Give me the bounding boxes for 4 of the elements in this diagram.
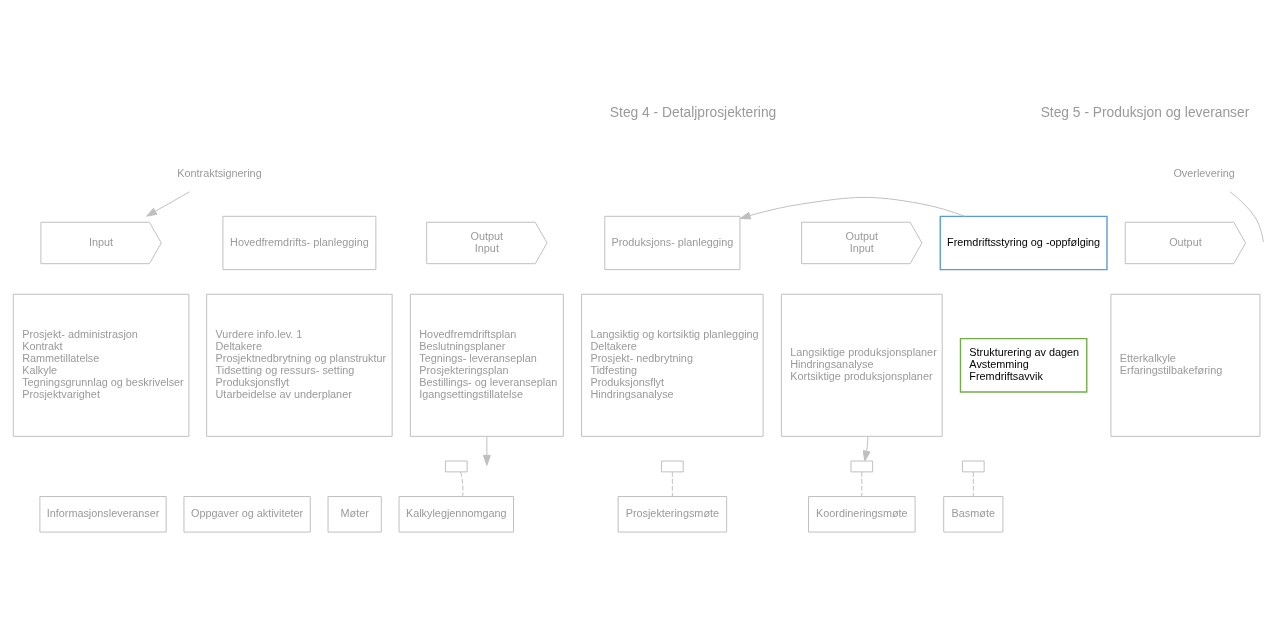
label: Steg 5 - Produksjon og leveranser xyxy=(1040,104,1250,121)
label: Steg 4 - Detaljprosjektering xyxy=(609,104,777,121)
node-text: Overlevering xyxy=(1173,166,1235,179)
node-text: Kontraktsignering xyxy=(177,166,262,179)
